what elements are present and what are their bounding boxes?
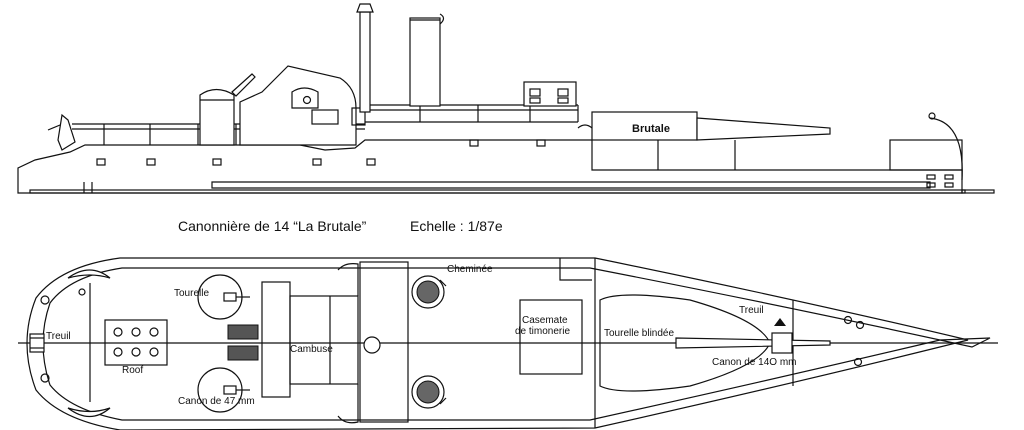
label-canon-140: Canon de 14O mm (712, 357, 797, 368)
cambuse-block (261, 281, 359, 398)
label-cheminee: Cheminée (447, 264, 493, 275)
plan-bollards (40, 269, 865, 418)
bow-post (57, 113, 76, 151)
label-canon-47: Canon de 47 mm (178, 396, 255, 407)
stern-extension (961, 189, 995, 194)
roof-block (104, 319, 168, 366)
drawing-scale: Echelle : 1/87e (410, 218, 503, 234)
barrel-name: Brutale (632, 123, 670, 135)
side-elevation: Brutale (17, 3, 995, 194)
plan-hull (26, 257, 969, 430)
label-tourelle: Tourelle (174, 288, 209, 299)
side-main-turret: Brutale (577, 111, 831, 141)
plan-chimneys (411, 275, 447, 409)
side-vent-pipe (356, 3, 374, 113)
casemate-block (519, 299, 583, 375)
bow-winch (29, 333, 45, 353)
side-turret (199, 73, 256, 146)
label-cambuse: Cambuse (290, 344, 333, 355)
label-casemate-1: Casemate (522, 315, 568, 326)
side-wheelhouse (523, 81, 577, 107)
side-aft-deck (657, 112, 963, 181)
plan-view (18, 257, 998, 430)
label-treuil-stern: Treuil (739, 305, 764, 316)
plan-small-turrets (197, 274, 250, 413)
label-roof: Roof (122, 365, 143, 376)
rubbing-strake (211, 181, 931, 189)
drawing-title: Canonnière de 14 “La Brutale” (178, 218, 367, 234)
side-funnel (409, 13, 445, 107)
label-casemate-2: de timonerie (515, 326, 570, 337)
hatched-vents (227, 324, 259, 361)
side-superstructure (239, 65, 366, 146)
side-hull (17, 139, 963, 194)
label-tourelle-blindee: Tourelle blindée (604, 328, 674, 339)
funnel-deck (337, 258, 592, 424)
side-portholes (96, 139, 954, 188)
waterline (29, 189, 966, 194)
label-treuil-bow: Treuil (46, 331, 71, 342)
plan-main-turret (599, 294, 831, 392)
